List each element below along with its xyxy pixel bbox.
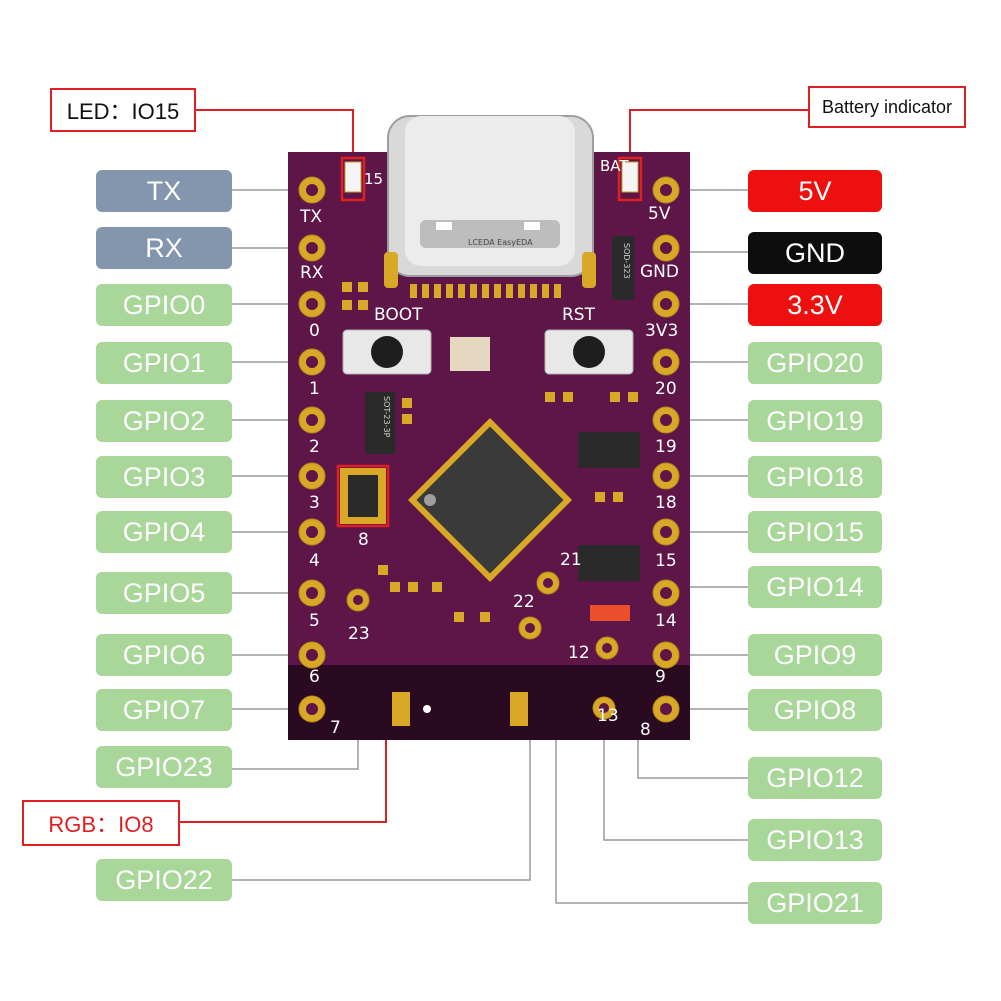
silk-pad-13: 13 [597,706,619,726]
label-gpio2: GPIO2 [96,400,232,442]
label-rx: RX [96,227,232,269]
silk-14: 14 [655,611,677,631]
silk-19: 19 [655,437,677,457]
silk-regulator: SOT-23-3P [382,396,391,438]
silk-rx: RX [300,263,324,283]
silk-diode: SOD-323 [622,243,631,279]
silk-bat: BAT [600,157,629,175]
label-gpio5: GPIO5 [96,572,232,614]
silk-1: 1 [309,379,320,399]
label-gpio18: GPIO18 [748,456,882,498]
silk-9: 9 [655,667,666,687]
silk-pad-23: 23 [348,624,370,644]
silk-rst: RST [562,305,595,325]
silk-8: 8 [640,720,651,740]
silk-gnd: GND [640,262,679,282]
silk-20: 20 [655,379,677,399]
silk-3: 3 [309,493,320,513]
silk-4: 4 [309,551,320,571]
silk-5v: 5V [648,204,671,224]
label-gnd: GND [748,232,882,274]
label-gpio23: GPIO23 [96,746,232,788]
label-tx: TX [96,170,232,212]
silk-12: 12 [568,643,590,663]
battery-indicator-callout: Battery indicator [808,86,966,128]
silk-6: 6 [309,667,320,687]
label-gpio3: GPIO3 [96,456,232,498]
label-gpio21: GPIO21 [748,882,882,924]
label-gpio20: GPIO20 [748,342,882,384]
silk-pad-22: 22 [513,592,535,612]
silk-rgb-pin: 8 [358,530,369,550]
silk-led-pin: 15 [364,170,384,188]
label-gpio6: GPIO6 [96,634,232,676]
label-gpio12: GPIO12 [748,757,882,799]
rgb-callout: RGB：IO8 [22,800,180,846]
label-gpio1: GPIO1 [96,342,232,384]
label-gpio15: GPIO15 [748,511,882,553]
label-gpio8: GPIO8 [748,689,882,731]
label-3v3: 3.3V [748,284,882,326]
label-gpio0: GPIO0 [96,284,232,326]
label-gpio4: GPIO4 [96,511,232,553]
label-5v: 5V [748,170,882,212]
silk-0: 0 [309,321,320,341]
label-gpio19: GPIO19 [748,400,882,442]
label-gpio7: GPIO7 [96,689,232,731]
label-gpio9: GPIO9 [748,634,882,676]
silk-15: 15 [655,551,677,571]
silk-2: 2 [309,437,320,457]
silk-pad-21: 21 [560,550,582,570]
silk-logo: LCEDA EasyEDA [468,238,533,247]
silk-18: 18 [655,493,677,513]
silk-3v3: 3V3 [645,321,679,341]
led-callout: LED：IO15 [50,88,196,132]
silk-tx: TX [300,207,323,227]
label-gpio13: GPIO13 [748,819,882,861]
silk-7: 7 [330,718,341,738]
label-gpio22: GPIO22 [96,859,232,901]
silk-5: 5 [309,611,320,631]
leader-lines [232,189,748,904]
label-gpio14: GPIO14 [748,566,882,608]
pcb-board [288,115,690,740]
silk-boot: BOOT [374,305,423,325]
